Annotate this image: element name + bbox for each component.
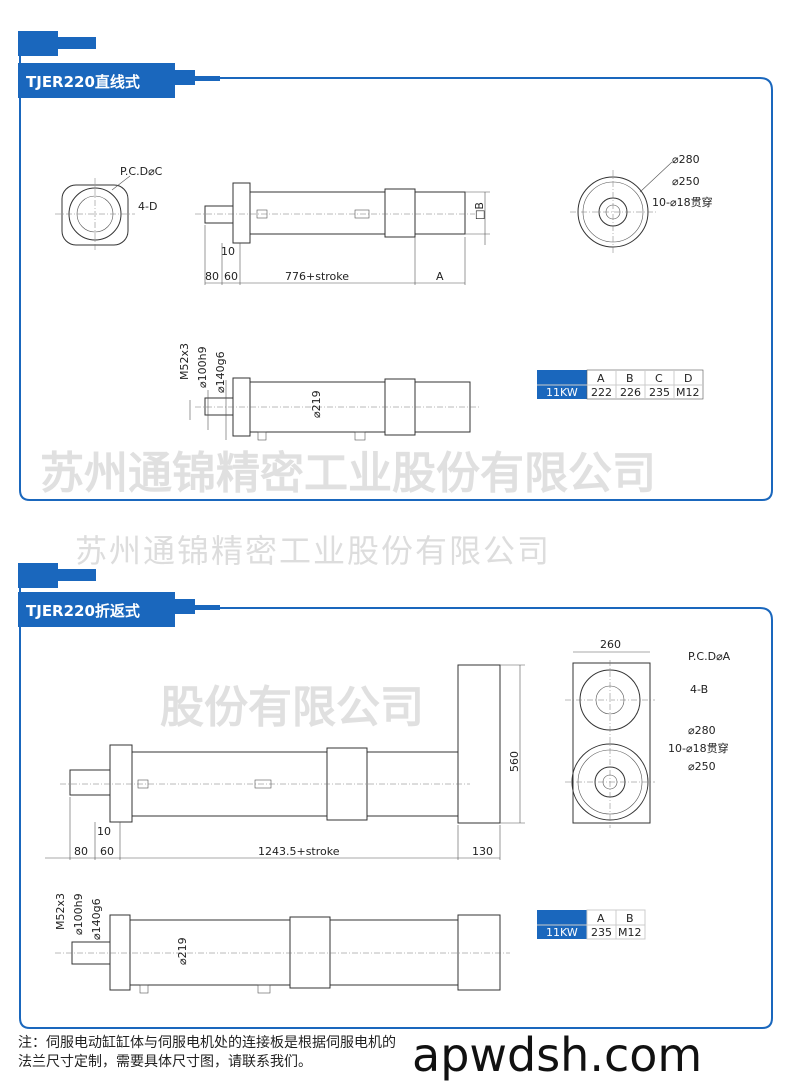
diagonal-watermark: 苏州通锦精密工业股份有限公司: [40, 448, 656, 499]
d100-label: ⌀100h9: [72, 893, 85, 935]
dim-560: 560: [508, 751, 521, 772]
flange-end-view: P.C.D⌀C 4-D: [55, 165, 163, 252]
dim-a: A: [436, 270, 444, 283]
d140-label: ⌀140g6: [90, 898, 103, 940]
section2-title: TJER220折返式: [26, 602, 140, 620]
company-watermark: 苏州通锦精密工业股份有限公司: [75, 532, 551, 570]
dim-80: 80: [205, 270, 219, 283]
dim-b: □B: [473, 202, 486, 220]
through-holes-label: 10-⌀18贯穿: [668, 741, 729, 755]
motor-end-view: ⌀280 ⌀250 10-⌀18贯穿: [570, 153, 713, 254]
dim-10: 10: [97, 825, 111, 838]
table-header: C: [655, 372, 663, 385]
through-holes-label: 10-⌀18贯穿: [652, 195, 713, 209]
dim-60: 60: [224, 270, 238, 283]
table-cell: M12: [676, 386, 700, 399]
folded-end-view: 260 P.C.D⌀A 4-B ⌀280 10-⌀18贯穿 ⌀250: [565, 638, 731, 828]
diagonal-watermark-2: 股份有限公司: [160, 682, 424, 733]
table-cell: 11KW: [546, 926, 578, 939]
dim-60: 60: [100, 845, 114, 858]
d280-label: ⌀280: [672, 153, 700, 166]
d140-label: ⌀140g6: [214, 351, 227, 393]
section1-spec-table: A B C D 11KW 222 226 235 M12: [537, 369, 704, 400]
footnote: 注：伺服电动缸缸体与伺服电机处的连接板是根据伺服电机的法兰尺寸定制，需要具体尺寸…: [18, 1035, 396, 1070]
table-cell: 222: [591, 386, 612, 399]
dim-10: 10: [221, 245, 235, 258]
table-cell: 11KW: [546, 386, 578, 399]
folded-side-view: 560 10 80 60 1243.5+stroke 130: [45, 664, 525, 860]
d219-label: ⌀219: [176, 937, 189, 965]
linear-lower-view: M52x3 ⌀100h9 ⌀140g6 ⌀219: [178, 343, 480, 441]
dim-length: 776+stroke: [285, 270, 349, 283]
table-header: D: [684, 372, 692, 385]
table-header: A: [597, 372, 605, 385]
site-watermark: apwdsh.com: [412, 1028, 703, 1082]
m52-label: M52x3: [178, 343, 191, 380]
m52-label: M52x3: [54, 893, 67, 930]
d280-label: ⌀280: [688, 724, 716, 737]
dim-length: 1243.5+stroke: [258, 845, 340, 858]
table-header: B: [626, 912, 634, 925]
section2-frame: TJER220折返式: [18, 563, 773, 1029]
d250-label: ⌀250: [672, 175, 700, 188]
table-cell: 235: [591, 926, 612, 939]
table-header: B: [626, 372, 634, 385]
pcd-label: P.C.D⌀A: [688, 650, 731, 663]
section2-spec-table: A B 11KW 235 M12: [537, 909, 646, 940]
linear-side-view: □B 10 80 60 776+stroke A: [195, 182, 490, 285]
d100-label: ⌀100h9: [196, 346, 209, 388]
d219-label: ⌀219: [310, 390, 323, 418]
pcd-label: P.C.D⌀C: [120, 165, 163, 178]
table-cell: M12: [618, 926, 642, 939]
holes-label: 4-D: [138, 200, 157, 213]
table-cell: 235: [649, 386, 670, 399]
section1-title: TJER220直线式: [26, 73, 140, 91]
section1-frame: TJER220直线式: [18, 31, 773, 501]
folded-lower-view: M52x3 ⌀100h9 ⌀140g6 ⌀219: [54, 893, 510, 994]
holes-label: 4-B: [690, 683, 708, 696]
table-cell: 226: [620, 386, 641, 399]
dim-80: 80: [74, 845, 88, 858]
d250-label: ⌀250: [688, 760, 716, 773]
dim-260: 260: [600, 638, 621, 651]
dim-130: 130: [472, 845, 493, 858]
table-header: A: [597, 912, 605, 925]
